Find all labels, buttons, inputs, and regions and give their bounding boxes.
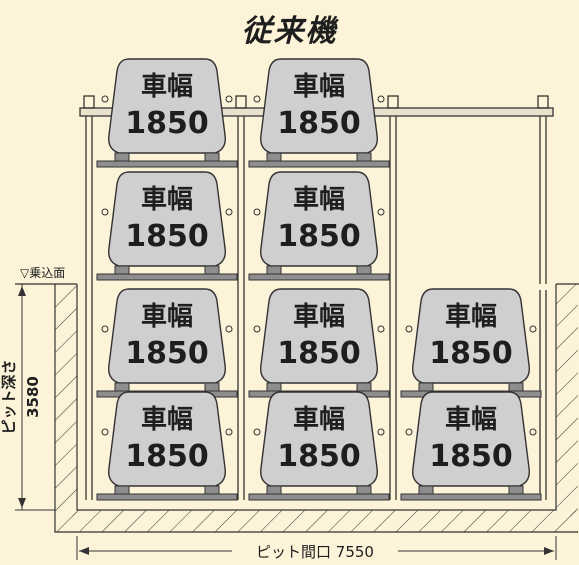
- car-label-type: 車幅: [141, 185, 193, 215]
- pit-depth-dimension: ピット深さ 3580: [0, 284, 55, 511]
- car-label-type: 車幅: [445, 405, 497, 435]
- boarding-level-label: ▽乗込面: [20, 266, 65, 280]
- car-pit-1-left: 車幅 1850: [96, 288, 238, 398]
- car-label-type: 車幅: [293, 72, 345, 102]
- car-upper-1-center: 車幅 1850: [248, 58, 390, 168]
- car-label-width: 1850: [125, 219, 209, 254]
- car-label-width: 1850: [429, 336, 513, 371]
- pit-width-dimension: ピット間口 7550: [76, 536, 557, 561]
- car-upper-2-center: 車幅 1850: [248, 171, 390, 281]
- car-upper-1-left: 車幅 1850: [96, 58, 238, 168]
- car-pit-1-right: 車幅 1850: [400, 288, 542, 398]
- ground-hatch: [15, 283, 579, 533]
- car-pit-2-left: 車幅 1850: [96, 391, 238, 501]
- pit-width-label: ピット間口 7550: [256, 543, 374, 561]
- car-label-width: 1850: [125, 336, 209, 371]
- car-pit-2-center: 車幅 1850: [248, 391, 390, 501]
- car-grid: 車幅 1850 車幅 1850 車幅 1850 車幅 1850 車幅 1850 …: [96, 58, 542, 501]
- car-label-width: 1850: [277, 106, 361, 141]
- car-label-width: 1850: [277, 336, 361, 371]
- car-label-width: 1850: [429, 439, 513, 474]
- car-label-width: 1850: [277, 439, 361, 474]
- car-label-width: 1850: [277, 219, 361, 254]
- car-label-width: 1850: [125, 439, 209, 474]
- pit-depth-label: ピット深さ: [0, 359, 18, 434]
- car-label-type: 車幅: [445, 302, 497, 332]
- car-pit-1-center: 車幅 1850: [248, 288, 390, 398]
- car-label-type: 車幅: [141, 302, 193, 332]
- car-label-type: 車幅: [293, 405, 345, 435]
- car-label-type: 車幅: [141, 72, 193, 102]
- pit-depth-value: 3580: [24, 376, 42, 418]
- car-upper-2-left: 車幅 1850: [96, 171, 238, 281]
- car-label-type: 車幅: [293, 302, 345, 332]
- car-label-width: 1850: [125, 106, 209, 141]
- diagram-title: 従来機: [241, 14, 338, 49]
- car-label-type: 車幅: [141, 405, 193, 435]
- car-label-type: 車幅: [293, 185, 345, 215]
- car-pit-2-right: 車幅 1850: [400, 391, 542, 501]
